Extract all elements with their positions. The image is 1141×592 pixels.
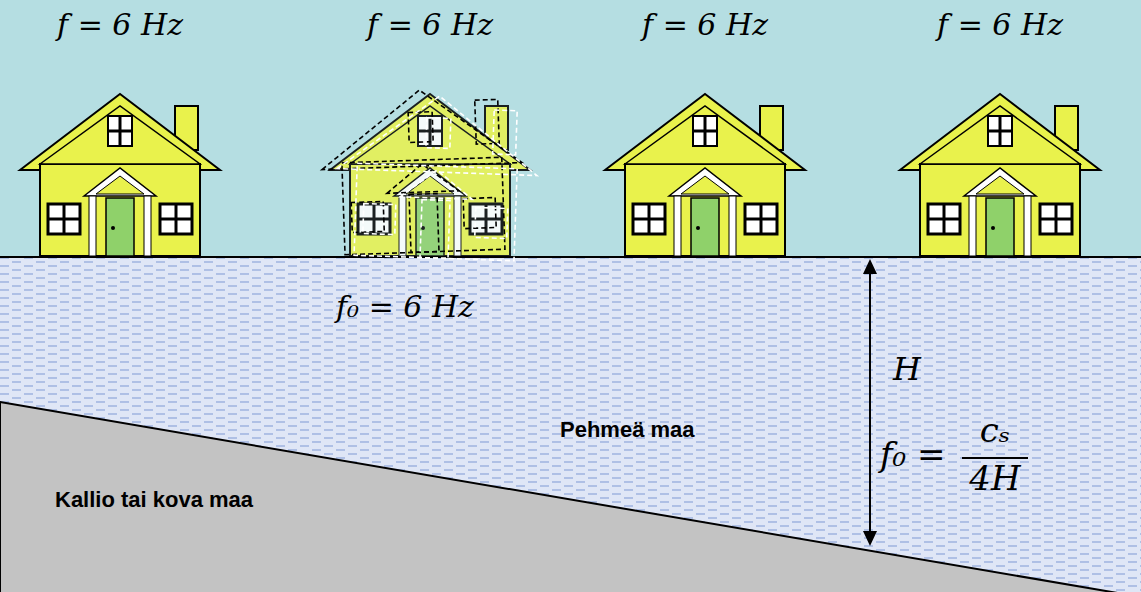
formula-lhs: f₀ = <box>880 436 946 473</box>
depth-label: H <box>893 352 921 387</box>
frequency-label: f = 6 Hz <box>642 8 768 41</box>
formula-numerator: cₛ <box>980 412 1011 449</box>
natural-frequency-label: f₀ = 6 Hz <box>336 290 474 323</box>
frequency-label: f = 6 Hz <box>367 8 493 41</box>
formula-denominator: 4H <box>969 460 1020 497</box>
soil-label: Pehmeä maa <box>560 418 695 442</box>
frequency-label: f = 6 Hz <box>937 8 1063 41</box>
frequency-label: f = 6 Hz <box>57 8 183 41</box>
rock-label: Kallio tai kova maa <box>55 488 253 512</box>
